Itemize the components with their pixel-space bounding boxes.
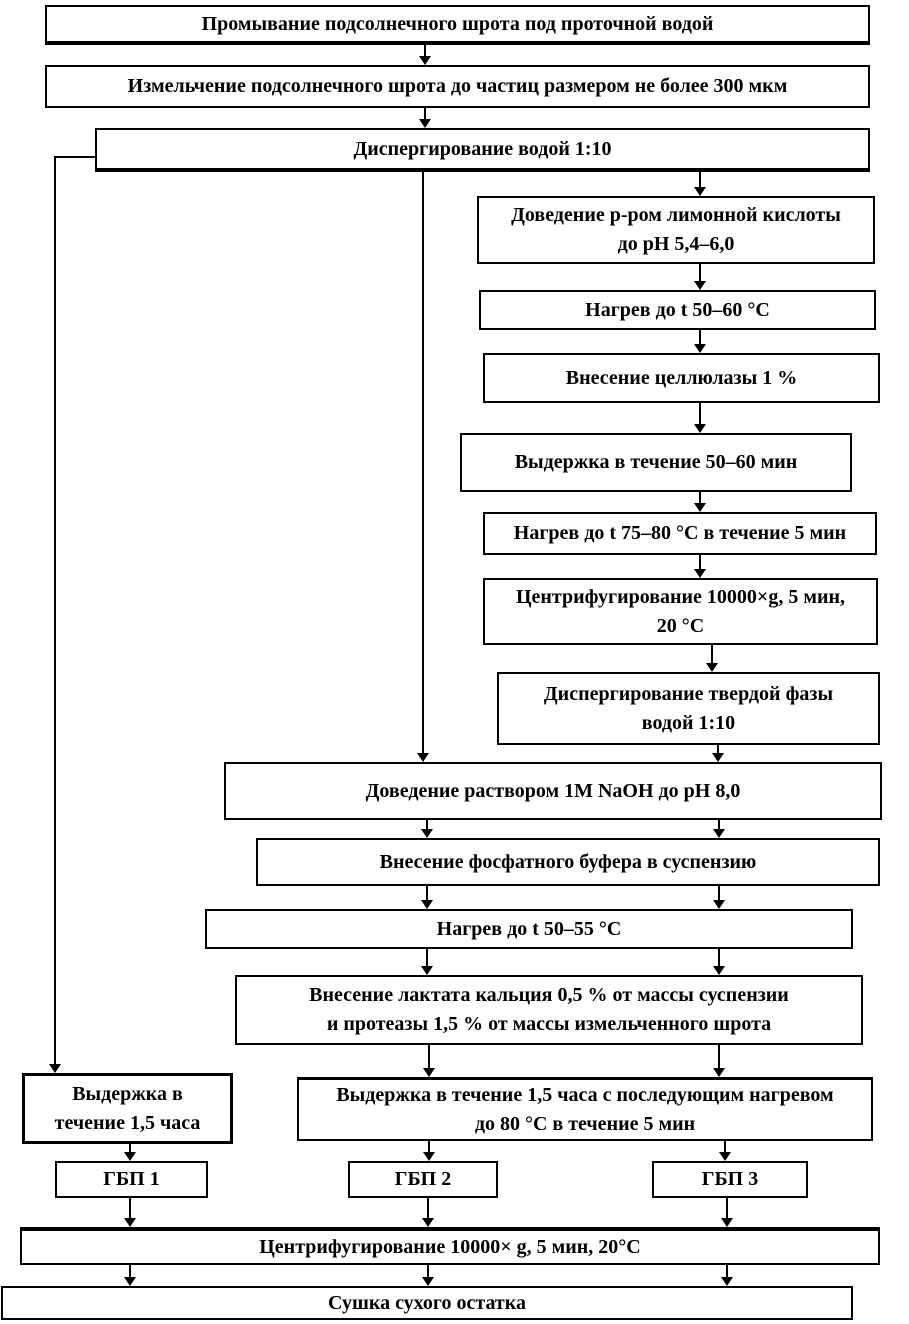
step-phosphate-buffer-box: Внесение фосфатного буфера в суспензию [256, 838, 880, 886]
arrow-hold-gbp2-shaft [428, 1141, 430, 1153]
arrow-naoh-phosphate-left-head [421, 829, 433, 838]
arrow-centrifuge2-drying-2-shaft [427, 1265, 429, 1278]
step-naoh-box: Доведение раствором 1М NaOH до рН 8,0 [224, 762, 882, 820]
product-gbp1-box: ГБП 1 [55, 1161, 208, 1198]
arrow-naoh-phosphate-left-shaft [426, 820, 428, 830]
arrow-centrifuge1-dispersesolid-shaft [711, 645, 713, 664]
arrow-heat5055-lactate-left-shaft [426, 948, 428, 967]
arrow-phosphate-heat5055-left-shaft [426, 886, 428, 901]
arrow-dispersesolid-naoh-head [712, 753, 724, 762]
arrow-lactate-hold-left-head [423, 1068, 435, 1077]
arrow-naoh-phosphate-right-shaft [718, 820, 720, 830]
step-citric-acid-box: Доведение р-ром лимонной кислоты до рН 5… [477, 196, 875, 264]
arrow-lactate-hold-right-head [713, 1068, 725, 1077]
arrow-hold90min-gbp1-head [124, 1152, 136, 1161]
arrow-dispersesolid-naoh-shaft [717, 745, 719, 754]
arrow-citric-heat5060-shaft [699, 264, 701, 282]
arrow-heat5055-lactate-left-head [421, 966, 433, 975]
arrow-grind-disperse-head [419, 119, 431, 128]
arrow-lactate-hold-left-shaft [428, 1045, 430, 1069]
arrow-grind-disperse-shaft [424, 108, 426, 120]
arrow-hold-gbp2-head [423, 1152, 435, 1161]
step-cellulase-box: Внесение целлюлазы 1 % [483, 353, 880, 403]
arrow-phosphate-heat5055-left-head [421, 900, 433, 909]
arrow-heat7580-centrifuge1-head [694, 569, 706, 578]
arrow-gbp1-centrifuge2-shaft [129, 1198, 131, 1219]
arrow-hold5060-heat7580-shaft [699, 492, 701, 504]
arrow-disperse-naoh-shaft [422, 172, 424, 754]
arrow-centrifuge2-drying-3-shaft [726, 1265, 728, 1278]
arrow-wash-grind-shaft [424, 45, 426, 57]
step-disperse-solid-box: Диспергирование твердой фазы водой 1:10 [497, 672, 880, 745]
step-centrifuge-2-box: Центрифугирование 10000× g, 5 мин, 20°С [20, 1227, 880, 1265]
branch-left-vertical-line [54, 156, 56, 1064]
arrow-gbp2-centrifuge2-head [422, 1218, 434, 1227]
step-heat-50-60-box: Нагрев до t 50–60 °С [479, 290, 876, 330]
arrow-wash-grind-head [419, 56, 431, 65]
step-drying-box: Сушка сухого остатка [1, 1286, 853, 1320]
arrow-cellulase-hold5060-shaft [699, 403, 701, 425]
step-centrifuge-1-box: Центрифугирование 10000×g, 5 мин, 20 °С [483, 578, 878, 645]
arrow-centrifuge2-drying-3-head [721, 1277, 733, 1286]
arrow-centrifuge2-drying-1-head [124, 1277, 136, 1286]
arrow-gbp3-centrifuge2-shaft [726, 1198, 728, 1219]
step-calcium-lactate-box: Внесение лактата кальция 0,5 % от массы … [235, 975, 863, 1045]
arrow-phosphate-heat5055-right-shaft [718, 886, 720, 901]
arrow-cellulase-hold5060-head [694, 424, 706, 433]
arrow-hold5060-heat7580-head [694, 503, 706, 512]
branch-left-horizontal-line [54, 156, 95, 158]
arrow-disperse-citric-shaft [699, 172, 701, 188]
arrow-hold-gbp3-shaft [724, 1141, 726, 1153]
arrow-heat5055-lactate-right-head [713, 966, 725, 975]
arrow-heat5060-cellulase-head [694, 344, 706, 353]
step-hold-90min-box: Выдержка в течение 1,5 часа [22, 1073, 233, 1144]
step-grind-box: Измельчение подсолнечного шрота до части… [45, 65, 870, 108]
step-disperse-water-box: Диспергирование водой 1:10 [95, 128, 870, 172]
step-heat-50-55-box: Нагрев до t 50–55 °С [205, 909, 853, 949]
arrow-lactate-hold-right-shaft [718, 1045, 720, 1069]
step-hold-90min-heat-box: Выдержка в течение 1,5 часа с последующи… [297, 1077, 873, 1141]
arrow-citric-heat5060-head [694, 281, 706, 290]
arrow-hold90min-gbp1-shaft [129, 1144, 131, 1153]
arrow-left-branch-hold90min-head [49, 1064, 61, 1073]
arrow-disperse-citric-head [694, 187, 706, 196]
arrow-gbp3-centrifuge2-head [721, 1218, 733, 1227]
arrow-centrifuge2-drying-1-shaft [129, 1265, 131, 1278]
arrow-phosphate-heat5055-right-head [713, 900, 725, 909]
arrow-heat5060-cellulase-shaft [699, 330, 701, 345]
arrow-gbp2-centrifuge2-shaft [427, 1198, 429, 1219]
arrow-heat7580-centrifuge1-shaft [699, 555, 701, 570]
arrow-gbp1-centrifuge2-head [124, 1218, 136, 1227]
arrow-naoh-phosphate-right-head [713, 829, 725, 838]
arrow-centrifuge2-drying-2-head [422, 1277, 434, 1286]
arrow-centrifuge1-dispersesolid-head [706, 663, 718, 672]
arrow-disperse-naoh-head [417, 753, 429, 762]
step-heat-75-80-box: Нагрев до t 75–80 °С в течение 5 мин [483, 512, 877, 555]
product-gbp3-box: ГБП 3 [652, 1161, 808, 1198]
step-wash-box: Промывание подсолнечного шрота под прото… [45, 5, 870, 45]
step-hold-50-60-box: Выдержка в течение 50–60 мин [460, 433, 852, 492]
arrow-heat5055-lactate-right-shaft [718, 948, 720, 967]
product-gbp2-box: ГБП 2 [348, 1161, 498, 1198]
arrow-hold-gbp3-head [719, 1152, 731, 1161]
